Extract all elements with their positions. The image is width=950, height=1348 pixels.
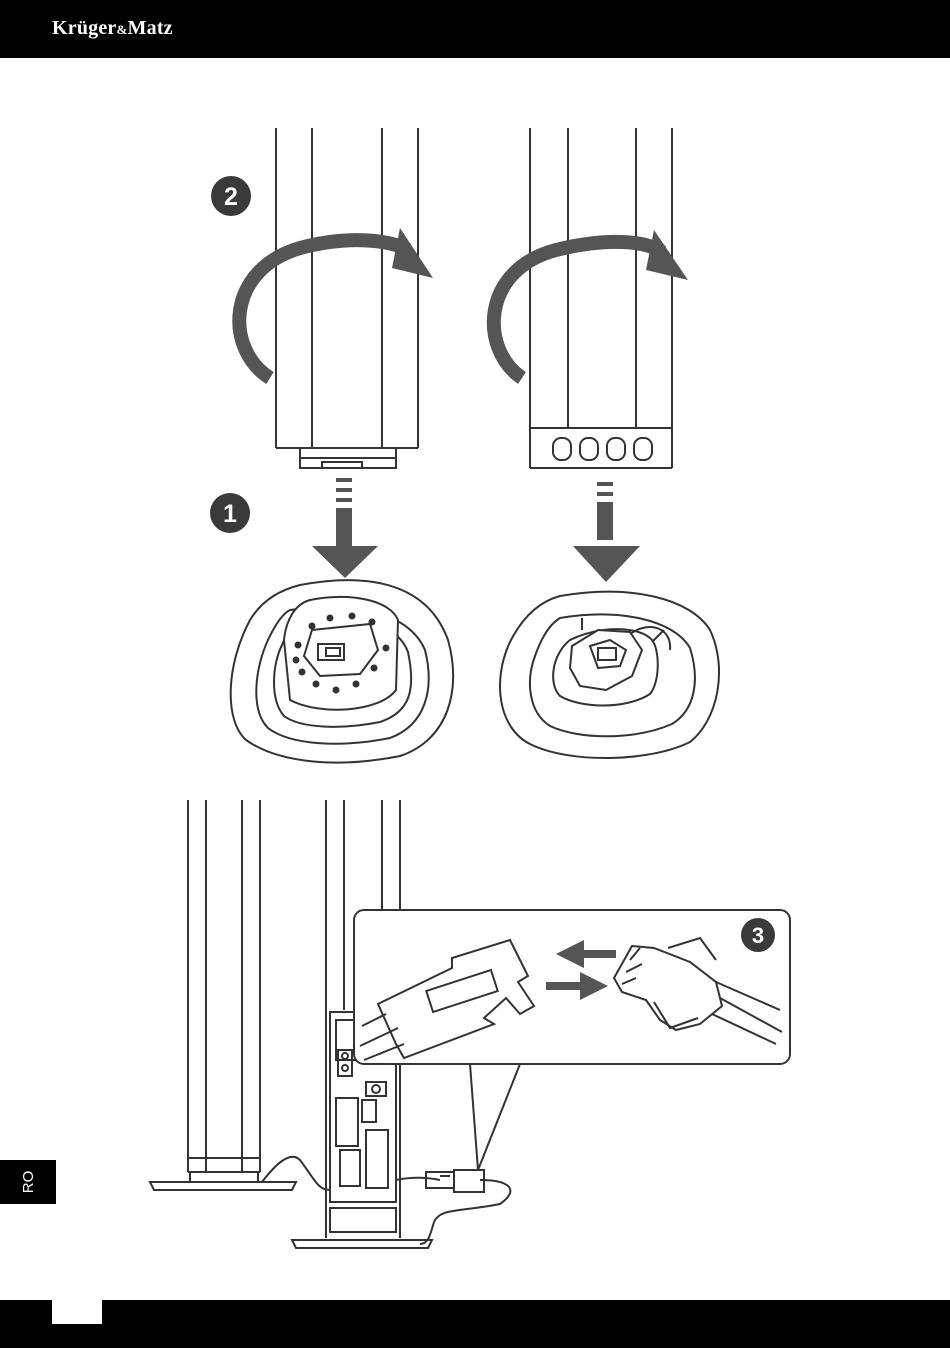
cable-connector-closeup	[426, 1170, 484, 1192]
right-speaker-column	[530, 128, 672, 468]
left-base-plate	[231, 580, 453, 762]
step-badge-3: 3	[741, 918, 775, 952]
right-base-plate	[500, 592, 719, 758]
bottom-left-speaker	[150, 800, 296, 1190]
language-tab: RO	[0, 1160, 56, 1204]
speaker-cable	[262, 1157, 330, 1190]
step-1-number: 1	[223, 500, 237, 528]
down-arrow-left	[312, 478, 378, 578]
left-speaker-column	[276, 128, 418, 468]
down-arrow-right	[573, 482, 640, 582]
callout-pointer	[470, 1064, 520, 1170]
footer-bar	[0, 1300, 950, 1348]
step-2-number: 2	[224, 183, 238, 211]
page-number-tab	[52, 1300, 102, 1324]
step-badge-2: 2	[211, 176, 251, 216]
rotate-arrow-left-head	[392, 228, 433, 278]
step-3-number: 3	[752, 923, 764, 948]
step-badge-1: 1	[210, 493, 250, 533]
language-label: RO	[19, 1167, 39, 1197]
rotate-arrow-right-head	[646, 230, 688, 280]
